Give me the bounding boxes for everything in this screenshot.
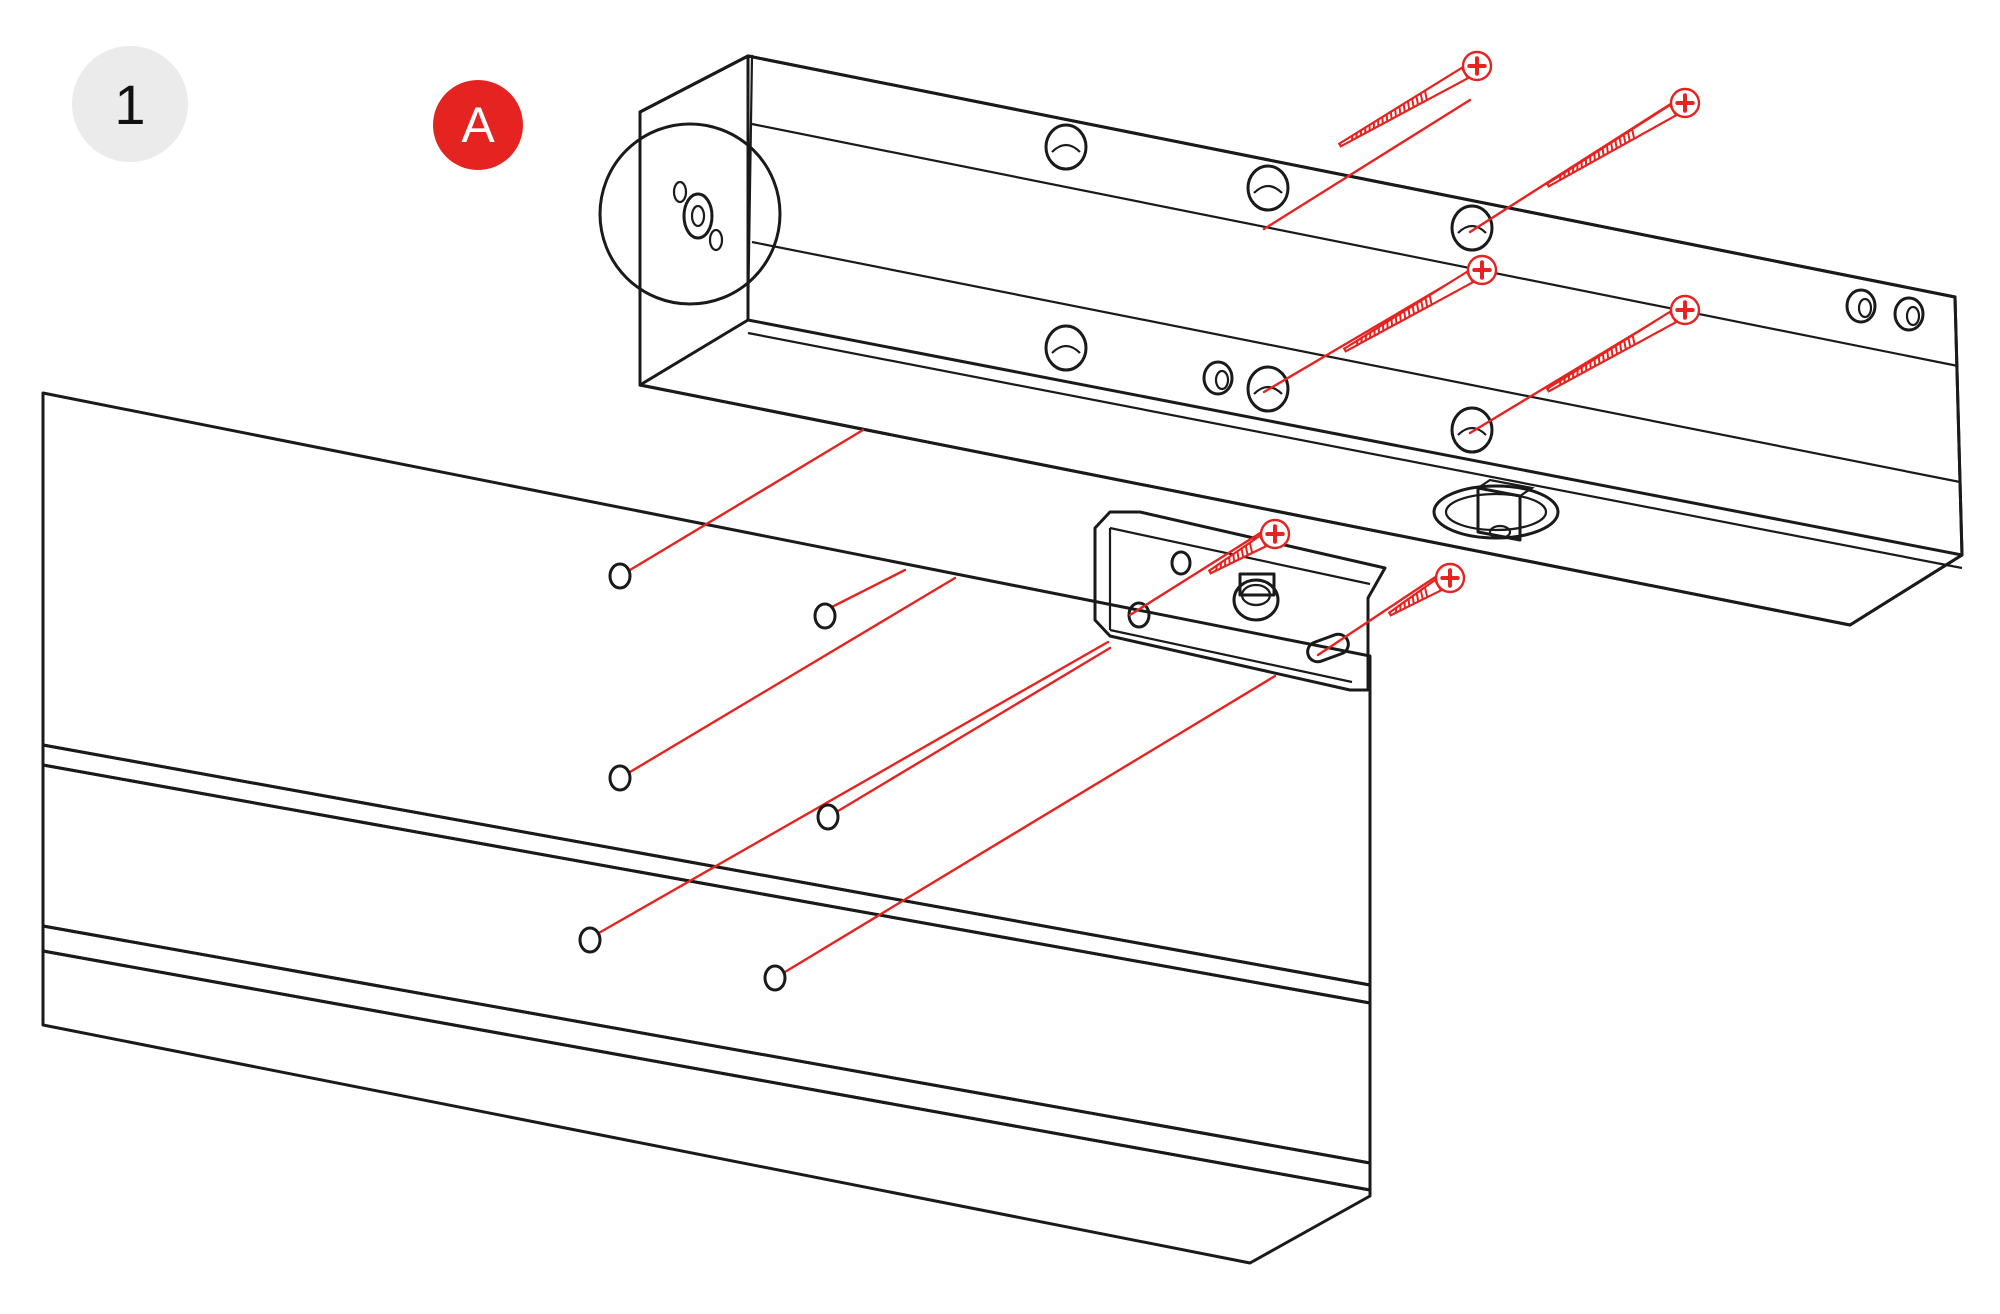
- guide-line: [1318, 574, 1440, 655]
- mounting-hole-icon: [610, 564, 630, 588]
- phillips-screw-icon: [1389, 564, 1464, 615]
- mounting-hole-icon: [610, 766, 630, 790]
- mounting-hole-icon: [765, 966, 785, 990]
- mounting-bracket: [1095, 512, 1385, 690]
- part-letter: A: [461, 96, 494, 154]
- mounting-hole-icon: [1452, 206, 1492, 250]
- mounting-hole-icon: [1046, 125, 1086, 169]
- mounting-hole-icon: [1452, 408, 1492, 452]
- adjustment-valve-icon: [1847, 290, 1875, 322]
- guide-line: [620, 578, 955, 778]
- guide-line: [620, 430, 863, 576]
- step-number: 1: [114, 72, 145, 137]
- mounting-hole-icon: [580, 928, 600, 952]
- guide-line: [828, 648, 1110, 817]
- step-number-badge: 1: [72, 46, 188, 162]
- mounting-hole-icon: [1248, 166, 1288, 210]
- part-label-badge: A: [433, 80, 523, 170]
- mounting-hole-icon: [818, 805, 838, 829]
- phillips-screw-icon: [1547, 89, 1699, 186]
- phillips-screw-icon: [1339, 52, 1491, 146]
- mounting-hole-icon: [1046, 326, 1086, 370]
- guide-line: [590, 642, 1108, 938]
- bracket-pin: [1234, 574, 1278, 620]
- pinion-shaft: [1434, 480, 1558, 540]
- end-cap-disc: [600, 124, 780, 304]
- phillips-screw-icon: [1209, 520, 1289, 573]
- phillips-screw-icon: [1547, 296, 1699, 391]
- frame-holes: [580, 564, 838, 990]
- guide-line: [775, 676, 1275, 978]
- adjustment-valve-icon: [1204, 362, 1232, 394]
- adjustment-valve-icon: [1895, 298, 1923, 330]
- end-cap-valve: [684, 194, 712, 238]
- mounting-hole-icon: [815, 604, 835, 628]
- phillips-screw-icon: [1344, 256, 1496, 351]
